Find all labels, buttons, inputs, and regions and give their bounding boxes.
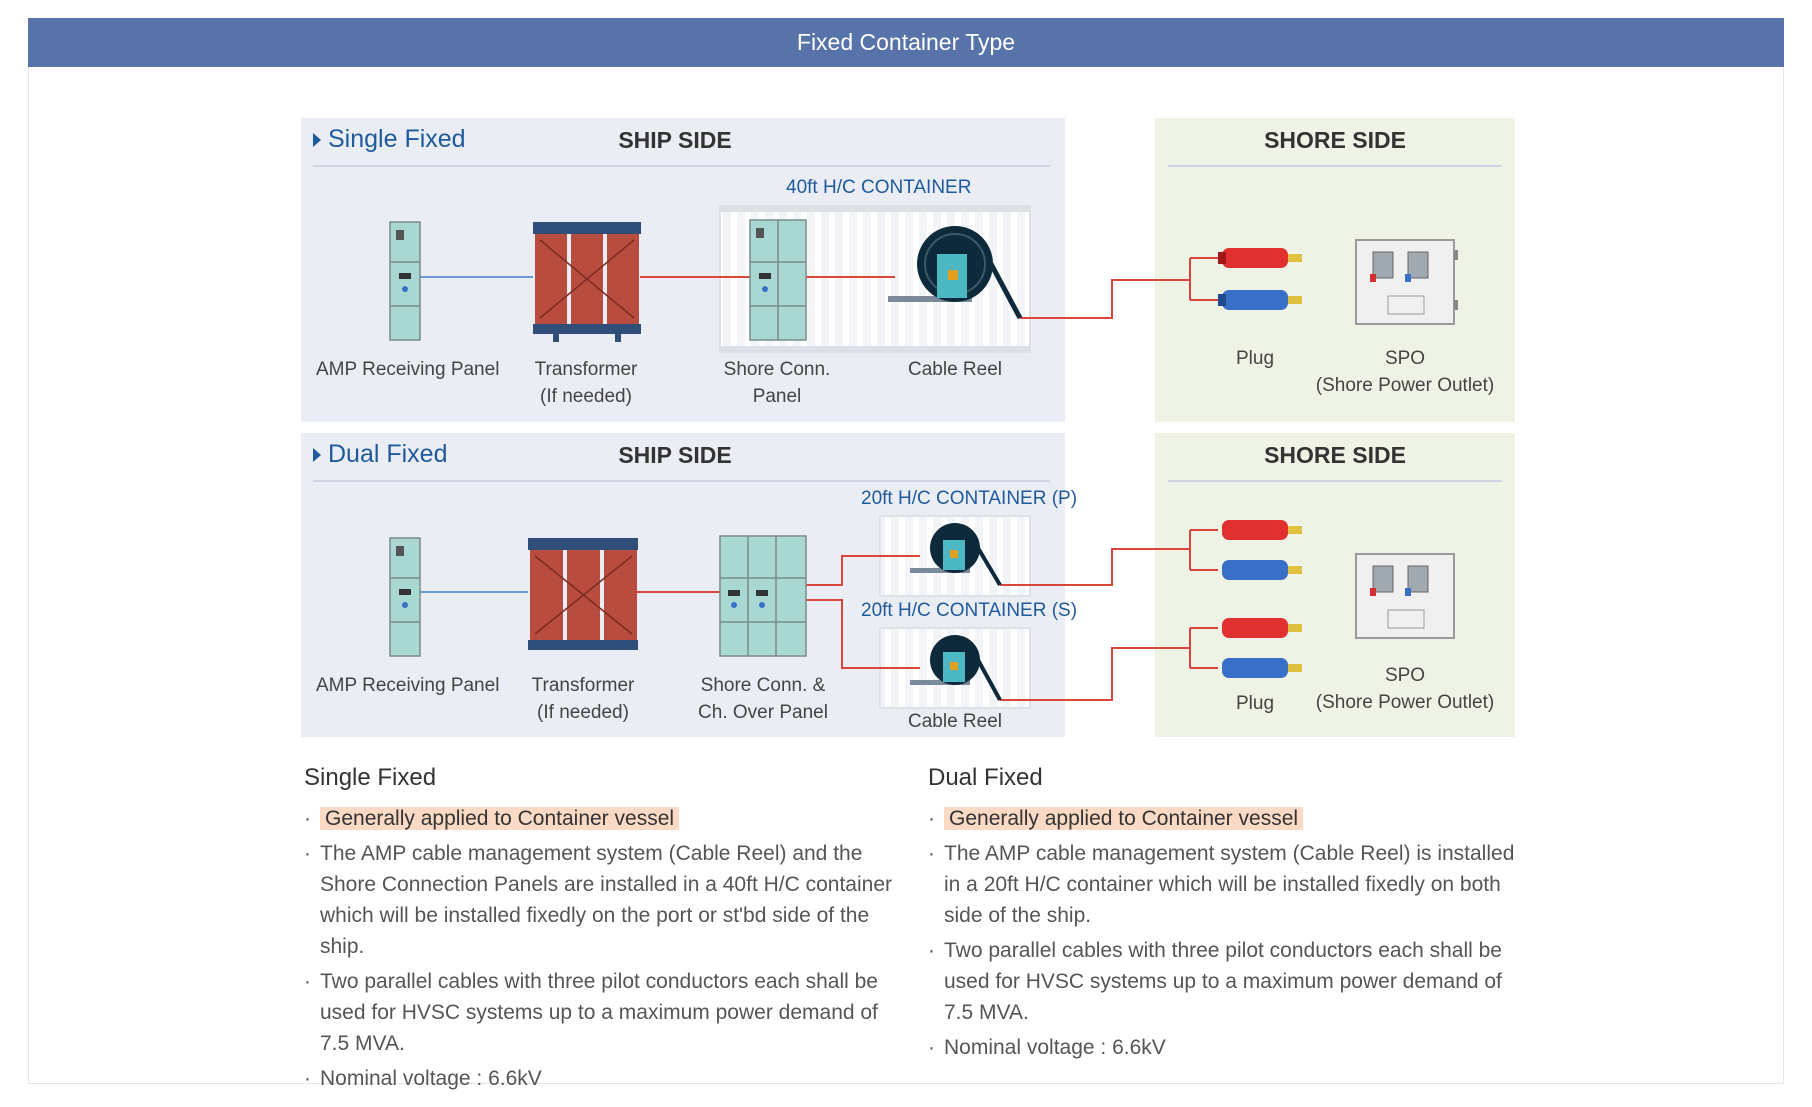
- single-cable-reel-icon: [888, 226, 1023, 320]
- single-cable-reel-label: Cable Reel: [908, 359, 1002, 380]
- single-plug-red-icon: [1218, 248, 1302, 268]
- single-cables: [420, 257, 1218, 319]
- dual-ship-side-title: SHIP SIDE: [618, 442, 732, 468]
- dual-desc-item: Nominal voltage : 6.6kV: [928, 1032, 1518, 1063]
- dual-plug-label: Plug: [1235, 693, 1275, 714]
- triangle-icon: [313, 448, 321, 463]
- dual-plug-red-1-icon: [1222, 520, 1302, 540]
- dual-amp-panel-label: AMP Receiving Panel: [316, 675, 500, 696]
- dual-desc-highlight: Generally applied to Container vessel: [944, 807, 1304, 830]
- dual-section-title: Dual Fixed: [313, 440, 448, 469]
- single-spo-label-2: (Shore Power Outlet): [1315, 375, 1495, 396]
- dual-spo-icon: [1355, 553, 1455, 639]
- dual-shore-side-title: SHORE SIDE: [1264, 442, 1406, 468]
- dual-desc-list: Generally applied to Container vessel Th…: [928, 803, 1518, 1067]
- dual-plug-red-2-icon: [1222, 618, 1302, 638]
- single-transformer-label-2: (If needed): [540, 386, 632, 407]
- single-transformer-icon: [533, 222, 641, 342]
- dual-cable-reel-s-icon: [910, 635, 1002, 701]
- single-desc-highlight-item: Generally applied to Container vessel: [304, 803, 894, 834]
- dual-desc-title: Dual Fixed: [928, 764, 1043, 791]
- single-section-title: Single Fixed: [313, 125, 466, 154]
- dual-cable-reel-label: Cable Reel: [908, 711, 1002, 732]
- single-plug-blue-icon: [1218, 290, 1302, 310]
- dual-shore-conn-label-1: Shore Conn. &: [700, 675, 826, 696]
- single-spo-label-1: SPO: [1384, 348, 1426, 369]
- dual-shore-rule: [1168, 480, 1502, 482]
- dual-transformer-icon: [528, 538, 638, 650]
- single-section-label: Single Fixed: [328, 125, 466, 153]
- single-shore-conn-panel-icon: [749, 219, 807, 341]
- single-desc-list: Generally applied to Container vessel Th…: [304, 803, 894, 1098]
- dual-amp-panel-icon: [389, 537, 421, 657]
- single-transformer-label-1: Transformer: [534, 359, 638, 380]
- dual-desc-item: The AMP cable management system (Cable R…: [928, 838, 1518, 931]
- dual-cable-reel-p-icon: [910, 523, 1002, 587]
- single-desc-item: The AMP cable management system (Cable R…: [304, 838, 894, 962]
- single-ship-rule: [313, 165, 1050, 167]
- single-desc-item: Nominal voltage : 6.6kV: [304, 1063, 894, 1094]
- dual-plug-blue-2-icon: [1222, 658, 1302, 678]
- dual-shore-conn-panel-icon: [719, 535, 807, 657]
- dual-container-s-label: 20ft H/C CONTAINER (S): [861, 600, 1078, 621]
- single-ship-side-title: SHIP SIDE: [618, 127, 732, 153]
- dual-transformer-label-2: (If needed): [537, 702, 629, 723]
- dual-desc-highlight-item: Generally applied to Container vessel: [928, 803, 1518, 834]
- single-plug-label: Plug: [1235, 348, 1275, 369]
- dual-cables: [420, 529, 1218, 701]
- single-desc-highlight: Generally applied to Container vessel: [320, 807, 680, 830]
- single-amp-panel-label: AMP Receiving Panel: [316, 359, 500, 380]
- single-container-label: 40ft H/C CONTAINER: [786, 177, 972, 198]
- page-header: Fixed Container Type: [28, 18, 1784, 67]
- dual-spo-label-1: SPO: [1384, 665, 1426, 686]
- single-shore-conn-label-2: Panel: [752, 386, 802, 407]
- triangle-icon: [313, 133, 321, 148]
- single-shore-conn-label-1: Shore Conn.: [723, 359, 831, 380]
- single-desc-item: Two parallel cables with three pilot con…: [304, 966, 894, 1059]
- single-amp-panel-icon: [389, 221, 421, 341]
- single-desc-title: Single Fixed: [304, 764, 437, 791]
- dual-shore-conn-label-2: Ch. Over Panel: [698, 702, 828, 723]
- dual-ship-rule: [313, 480, 1050, 482]
- dual-desc-item: Two parallel cables with three pilot con…: [928, 935, 1518, 1028]
- dual-transformer-label-1: Transformer: [531, 675, 635, 696]
- single-spo-icon: [1355, 239, 1458, 325]
- dual-section-label: Dual Fixed: [328, 440, 448, 468]
- single-shore-rule: [1168, 165, 1502, 167]
- dual-plug-blue-1-icon: [1222, 560, 1302, 580]
- dual-container-p-label: 20ft H/C CONTAINER (P): [861, 488, 1078, 509]
- single-shore-side-title: SHORE SIDE: [1264, 127, 1406, 153]
- dual-spo-label-2: (Shore Power Outlet): [1315, 692, 1495, 713]
